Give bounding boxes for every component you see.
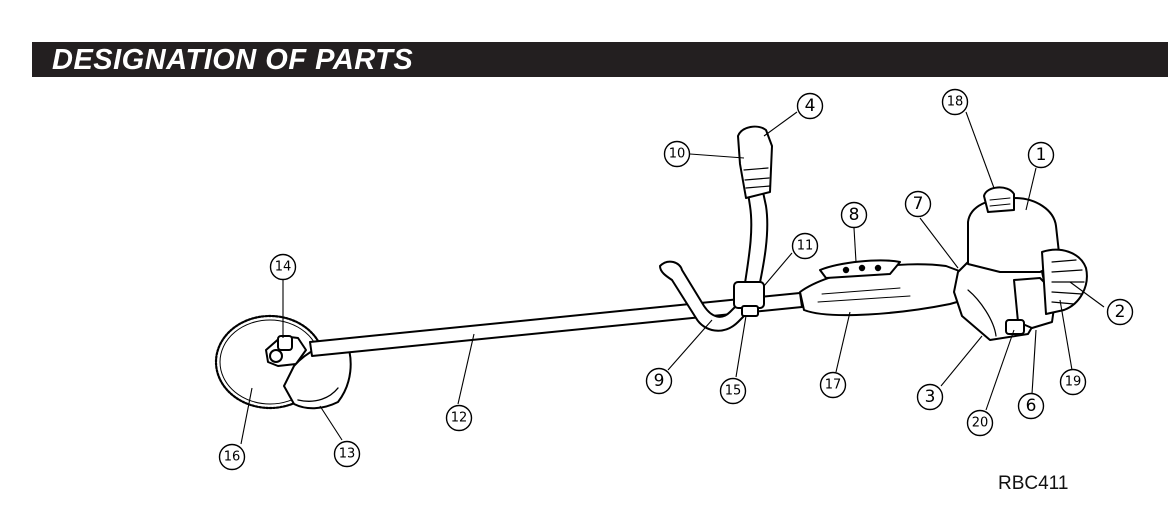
callout-3-number: 3 [925, 387, 936, 407]
callout-4-number: 4 [805, 96, 816, 116]
callout-12-number: 12 [451, 411, 468, 426]
callout-2-number: 2 [1115, 302, 1126, 322]
leader-lines [240, 111, 1105, 445]
leader-line-18 [965, 111, 995, 189]
callout-6: 6 [1017, 392, 1045, 420]
leader-line-1 [1025, 167, 1037, 211]
callouts: 1 2 3 4 6 7 8 9 [218, 88, 1134, 471]
callout-11-number: 11 [797, 239, 814, 254]
shaft-housing [799, 259, 965, 317]
callout-18: 18 [941, 88, 969, 116]
leader-line-3 [940, 335, 983, 387]
callout-8-number: 8 [849, 205, 860, 225]
leader-line-8 [853, 227, 857, 263]
leader-line-17 [835, 311, 851, 373]
callout-20-number: 20 [972, 416, 989, 431]
callout-17: 17 [819, 371, 847, 399]
shaft-pipe [309, 292, 803, 357]
callout-10: 10 [663, 140, 691, 168]
leader-line-9 [667, 319, 713, 371]
callout-15: 15 [719, 377, 747, 405]
handle-right [737, 125, 773, 293]
switch-housing [1005, 319, 1025, 335]
leader-line-19 [1059, 299, 1073, 371]
callout-16: 16 [218, 443, 246, 471]
blade-guard [283, 339, 352, 410]
callout-8: 8 [840, 201, 868, 229]
callout-13-number: 13 [339, 447, 356, 462]
callout-18-number: 18 [947, 95, 964, 110]
leader-line-12 [457, 333, 475, 405]
callout-9-number: 9 [654, 371, 665, 391]
callout-15-number: 15 [725, 384, 742, 399]
leader-line-2 [1069, 281, 1105, 308]
section-title: DESIGNATION OF PARTS [52, 44, 414, 76]
callout-11: 11 [791, 232, 819, 260]
handle-clamp [733, 281, 765, 317]
leader-line-7 [919, 217, 959, 269]
recoil-starter [1041, 248, 1088, 315]
leader-line-20 [985, 329, 1015, 411]
leader-line-6 [1031, 329, 1037, 395]
leader-line-10 [689, 153, 745, 159]
callout-1-number: 1 [1036, 145, 1047, 165]
callout-19-number: 19 [1065, 375, 1082, 390]
callout-6-number: 6 [1026, 396, 1037, 416]
callout-14: 14 [269, 253, 297, 281]
gear-case [265, 335, 307, 367]
callout-17-number: 17 [825, 378, 842, 393]
leader-line-11 [763, 252, 793, 287]
leader-line-4 [763, 111, 798, 137]
callout-4: 4 [796, 92, 824, 120]
model-code: RBC411 [998, 473, 1069, 494]
callout-2: 2 [1106, 298, 1134, 326]
leader-line-16 [240, 387, 253, 445]
callout-3: 3 [916, 383, 944, 411]
callout-14-number: 14 [275, 260, 292, 275]
callout-16-number: 16 [224, 450, 241, 465]
leader-line-13 [319, 405, 343, 441]
callout-20: 20 [966, 409, 994, 437]
section-header-bar: DESIGNATION OF PARTS [32, 42, 1168, 77]
fuel-tank [967, 186, 1061, 273]
callout-12: 12 [445, 404, 473, 432]
callout-7: 7 [904, 190, 932, 218]
callout-19: 19 [1059, 368, 1087, 396]
leader-line-15 [735, 315, 747, 378]
callout-7-number: 7 [913, 194, 924, 214]
brush-cutter-illustration [214, 125, 1088, 410]
callout-9: 9 [645, 367, 673, 395]
callout-10-number: 10 [669, 147, 686, 162]
callout-13: 13 [333, 440, 361, 468]
callout-1: 1 [1027, 141, 1055, 169]
